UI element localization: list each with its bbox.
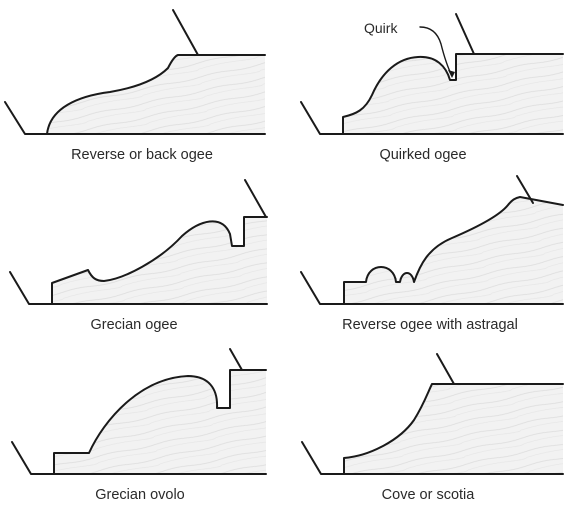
base-line [4,101,266,135]
base-line [301,441,564,475]
caption-quirked-ogee: Quirked ogee [379,147,466,163]
profile-reverse-ogee-astragal: Reverse ogee with astragal [300,175,564,333]
caption-reverse-ogee: Reverse or back ogee [71,147,213,163]
quirk-label: Quirk [364,20,398,36]
wood-section [344,197,563,304]
profile-quirked-ogee: Quirk Quirked ogee [300,13,564,163]
cutter-line [436,353,455,385]
wood-section [344,384,563,474]
molding-outline [46,54,266,135]
cutter-line [172,9,199,56]
caption-cove-scotia: Cove or scotia [382,487,476,503]
profile-cove-scotia: Cove or scotia [301,353,564,503]
quirk-leader-line [419,26,453,77]
molding-outline [343,383,564,475]
cutter-line [516,175,534,204]
caption-grecian-ovolo: Grecian ovolo [95,487,184,503]
caption-grecian-ogee: Grecian ogee [90,317,177,333]
caption-reverse-ogee-astragal: Reverse ogee with astragal [342,317,518,333]
base-line [300,101,564,135]
cutter-line [229,348,243,371]
molding-outline [53,369,267,475]
wood-section [47,55,265,134]
quirk-arrow-icon [448,70,455,78]
wood-section [343,54,563,134]
wood-section [54,370,266,474]
base-line [11,441,267,475]
profile-reverse-ogee: Reverse or back ogee [4,9,266,163]
cutter-line [244,179,267,218]
profile-grecian-ogee: Grecian ogee [9,179,268,333]
base-line [300,271,564,305]
wood-section [52,217,267,304]
profile-grecian-ovolo: Grecian ovolo [11,348,267,503]
molding-outline [343,196,564,305]
cutter-line [455,13,475,55]
molding-outline [342,53,564,135]
base-line [9,271,268,305]
molding-outline [51,216,268,305]
